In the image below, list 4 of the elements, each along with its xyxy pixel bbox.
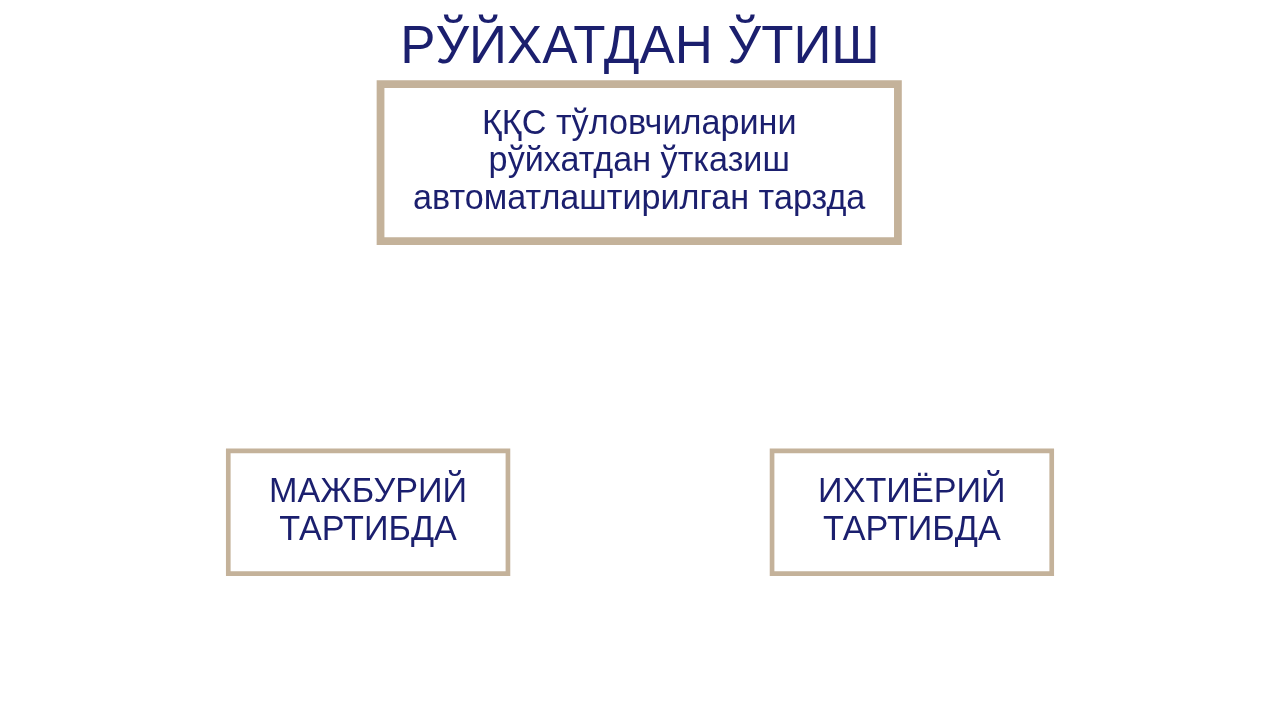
diagram-title: РЎЙХАТДАН ЎТИШ: [400, 14, 880, 74]
node-box: ИХТИЁРИЙ ТАРТИБДА: [769, 448, 1055, 576]
node-box: МАЖБУРИЙ ТАРТИБДА: [225, 448, 511, 576]
node-box: ҚҚС тўловчиларини рўйхатдан ўтказиш автоматлаштирилган тарзда: [376, 80, 902, 246]
